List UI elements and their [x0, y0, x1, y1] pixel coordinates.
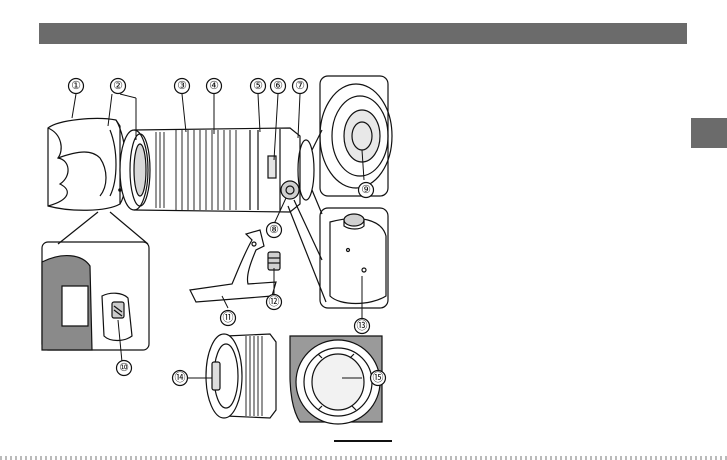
callout-3: ③: [175, 79, 190, 94]
callout-9-label: ⑨: [361, 184, 371, 196]
callout-13-label: ⑬: [357, 319, 368, 332]
callout-1-label: ①: [71, 80, 81, 92]
callout-3-label: ③: [177, 80, 187, 92]
callout-11: ⑪: [221, 311, 236, 326]
callout-9: ⑨: [359, 183, 374, 198]
callout-2-label: ②: [113, 80, 123, 92]
callout-15-label: ⑮: [373, 371, 384, 384]
front-cap-illustration: [206, 334, 276, 418]
callout-15: ⑮: [371, 371, 386, 386]
callout-4-label: ④: [209, 80, 219, 92]
lens-hood-illustration: [48, 118, 126, 210]
callout-10: ⑩: [117, 361, 132, 376]
hood-lock-button-inset: [42, 242, 149, 350]
callout-1: ①: [69, 79, 84, 94]
callout-2: ②: [111, 79, 126, 94]
callout-6-label: ⑥: [273, 80, 283, 92]
callout-11-label: ⑪: [223, 311, 234, 324]
callout-8: ⑧: [267, 223, 282, 238]
page-bottom-edge: [0, 456, 727, 460]
tripod-foot-illustration: [190, 230, 280, 302]
callout-6: ⑥: [271, 79, 286, 94]
callout-12: ⑫: [267, 295, 282, 310]
callout-10-label: ⑩: [119, 362, 129, 374]
callout-5: ⑤: [251, 79, 266, 94]
callout-12-label: ⑫: [269, 295, 280, 308]
callout-14: ⑭: [173, 371, 188, 386]
lens-rear-inset: [320, 76, 392, 196]
rear-cap-illustration: [290, 336, 382, 424]
callout-4: ④: [207, 79, 222, 94]
callout-7: ⑦: [293, 79, 308, 94]
callout-5-label: ⑤: [253, 80, 263, 92]
callout-13: ⑬: [355, 319, 370, 334]
callout-14-label: ⑭: [175, 371, 186, 384]
tripod-collar-inset: [320, 208, 388, 308]
callout-7-label: ⑦: [295, 80, 305, 92]
footer-rule: [334, 440, 392, 442]
callout-8-label: ⑧: [269, 224, 279, 236]
